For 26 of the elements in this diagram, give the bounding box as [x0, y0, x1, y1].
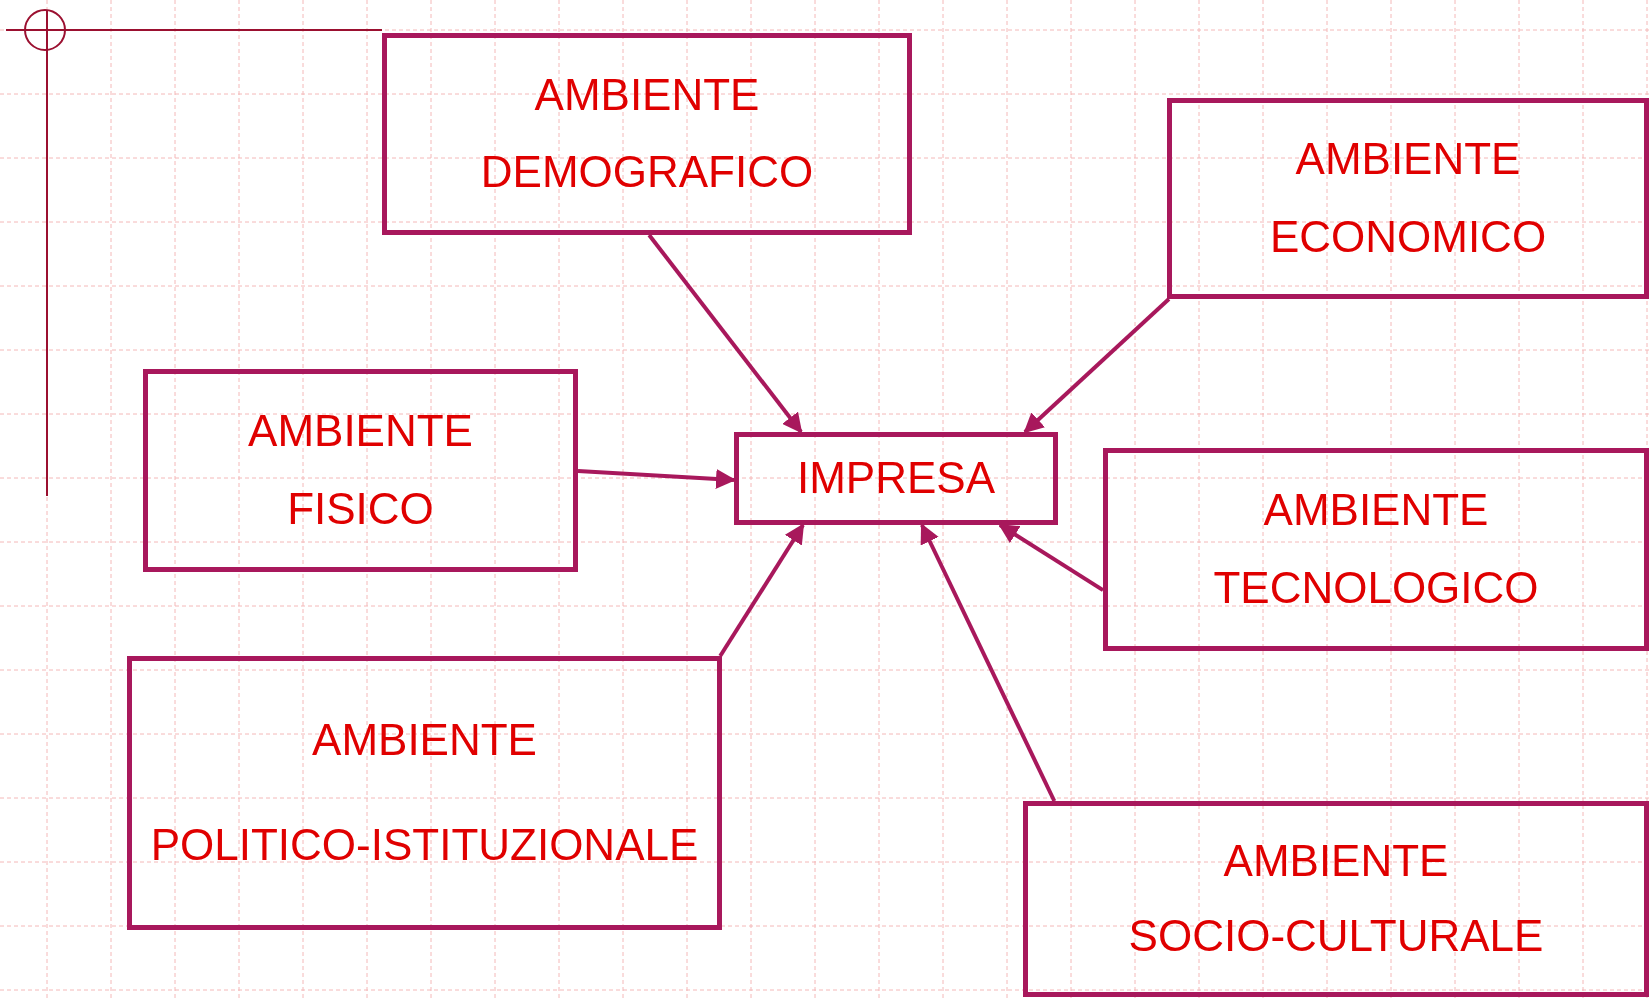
- box-label: AMBIENTE: [1295, 133, 1521, 186]
- box-label: IMPRESA: [796, 452, 995, 505]
- arrow: [920, 523, 1057, 802]
- environment-box: [1167, 98, 1649, 299]
- box-label: AMBIENTE: [312, 714, 537, 767]
- environment-box: [143, 369, 578, 572]
- environment-box: [1103, 448, 1649, 651]
- box-label: TECNOLOGICO: [1213, 562, 1539, 615]
- box-label: AMBIENTE: [248, 405, 473, 458]
- box-label: ECONOMICO: [1269, 210, 1547, 263]
- arrow: [577, 468, 736, 489]
- box-label: AMBIENTE: [1263, 484, 1489, 537]
- environment-box: [734, 432, 1058, 525]
- environment-box: [382, 33, 912, 235]
- box-label: DEMOGRAFICO: [480, 146, 814, 199]
- arrow: [998, 523, 1105, 592]
- arrow: [718, 523, 805, 658]
- environment-box: [127, 656, 722, 930]
- arrow: [1023, 297, 1171, 434]
- box-label: POLITICO-ISTITUZIONALE: [150, 818, 699, 871]
- box-label: FISICO: [287, 483, 434, 536]
- arrow: [647, 233, 803, 434]
- environment-box: [1023, 801, 1649, 997]
- box-label: AMBIENTE: [534, 68, 760, 121]
- box-label: AMBIENTE: [1223, 834, 1449, 887]
- box-label: SOCIO-CULTURALE: [1128, 910, 1544, 963]
